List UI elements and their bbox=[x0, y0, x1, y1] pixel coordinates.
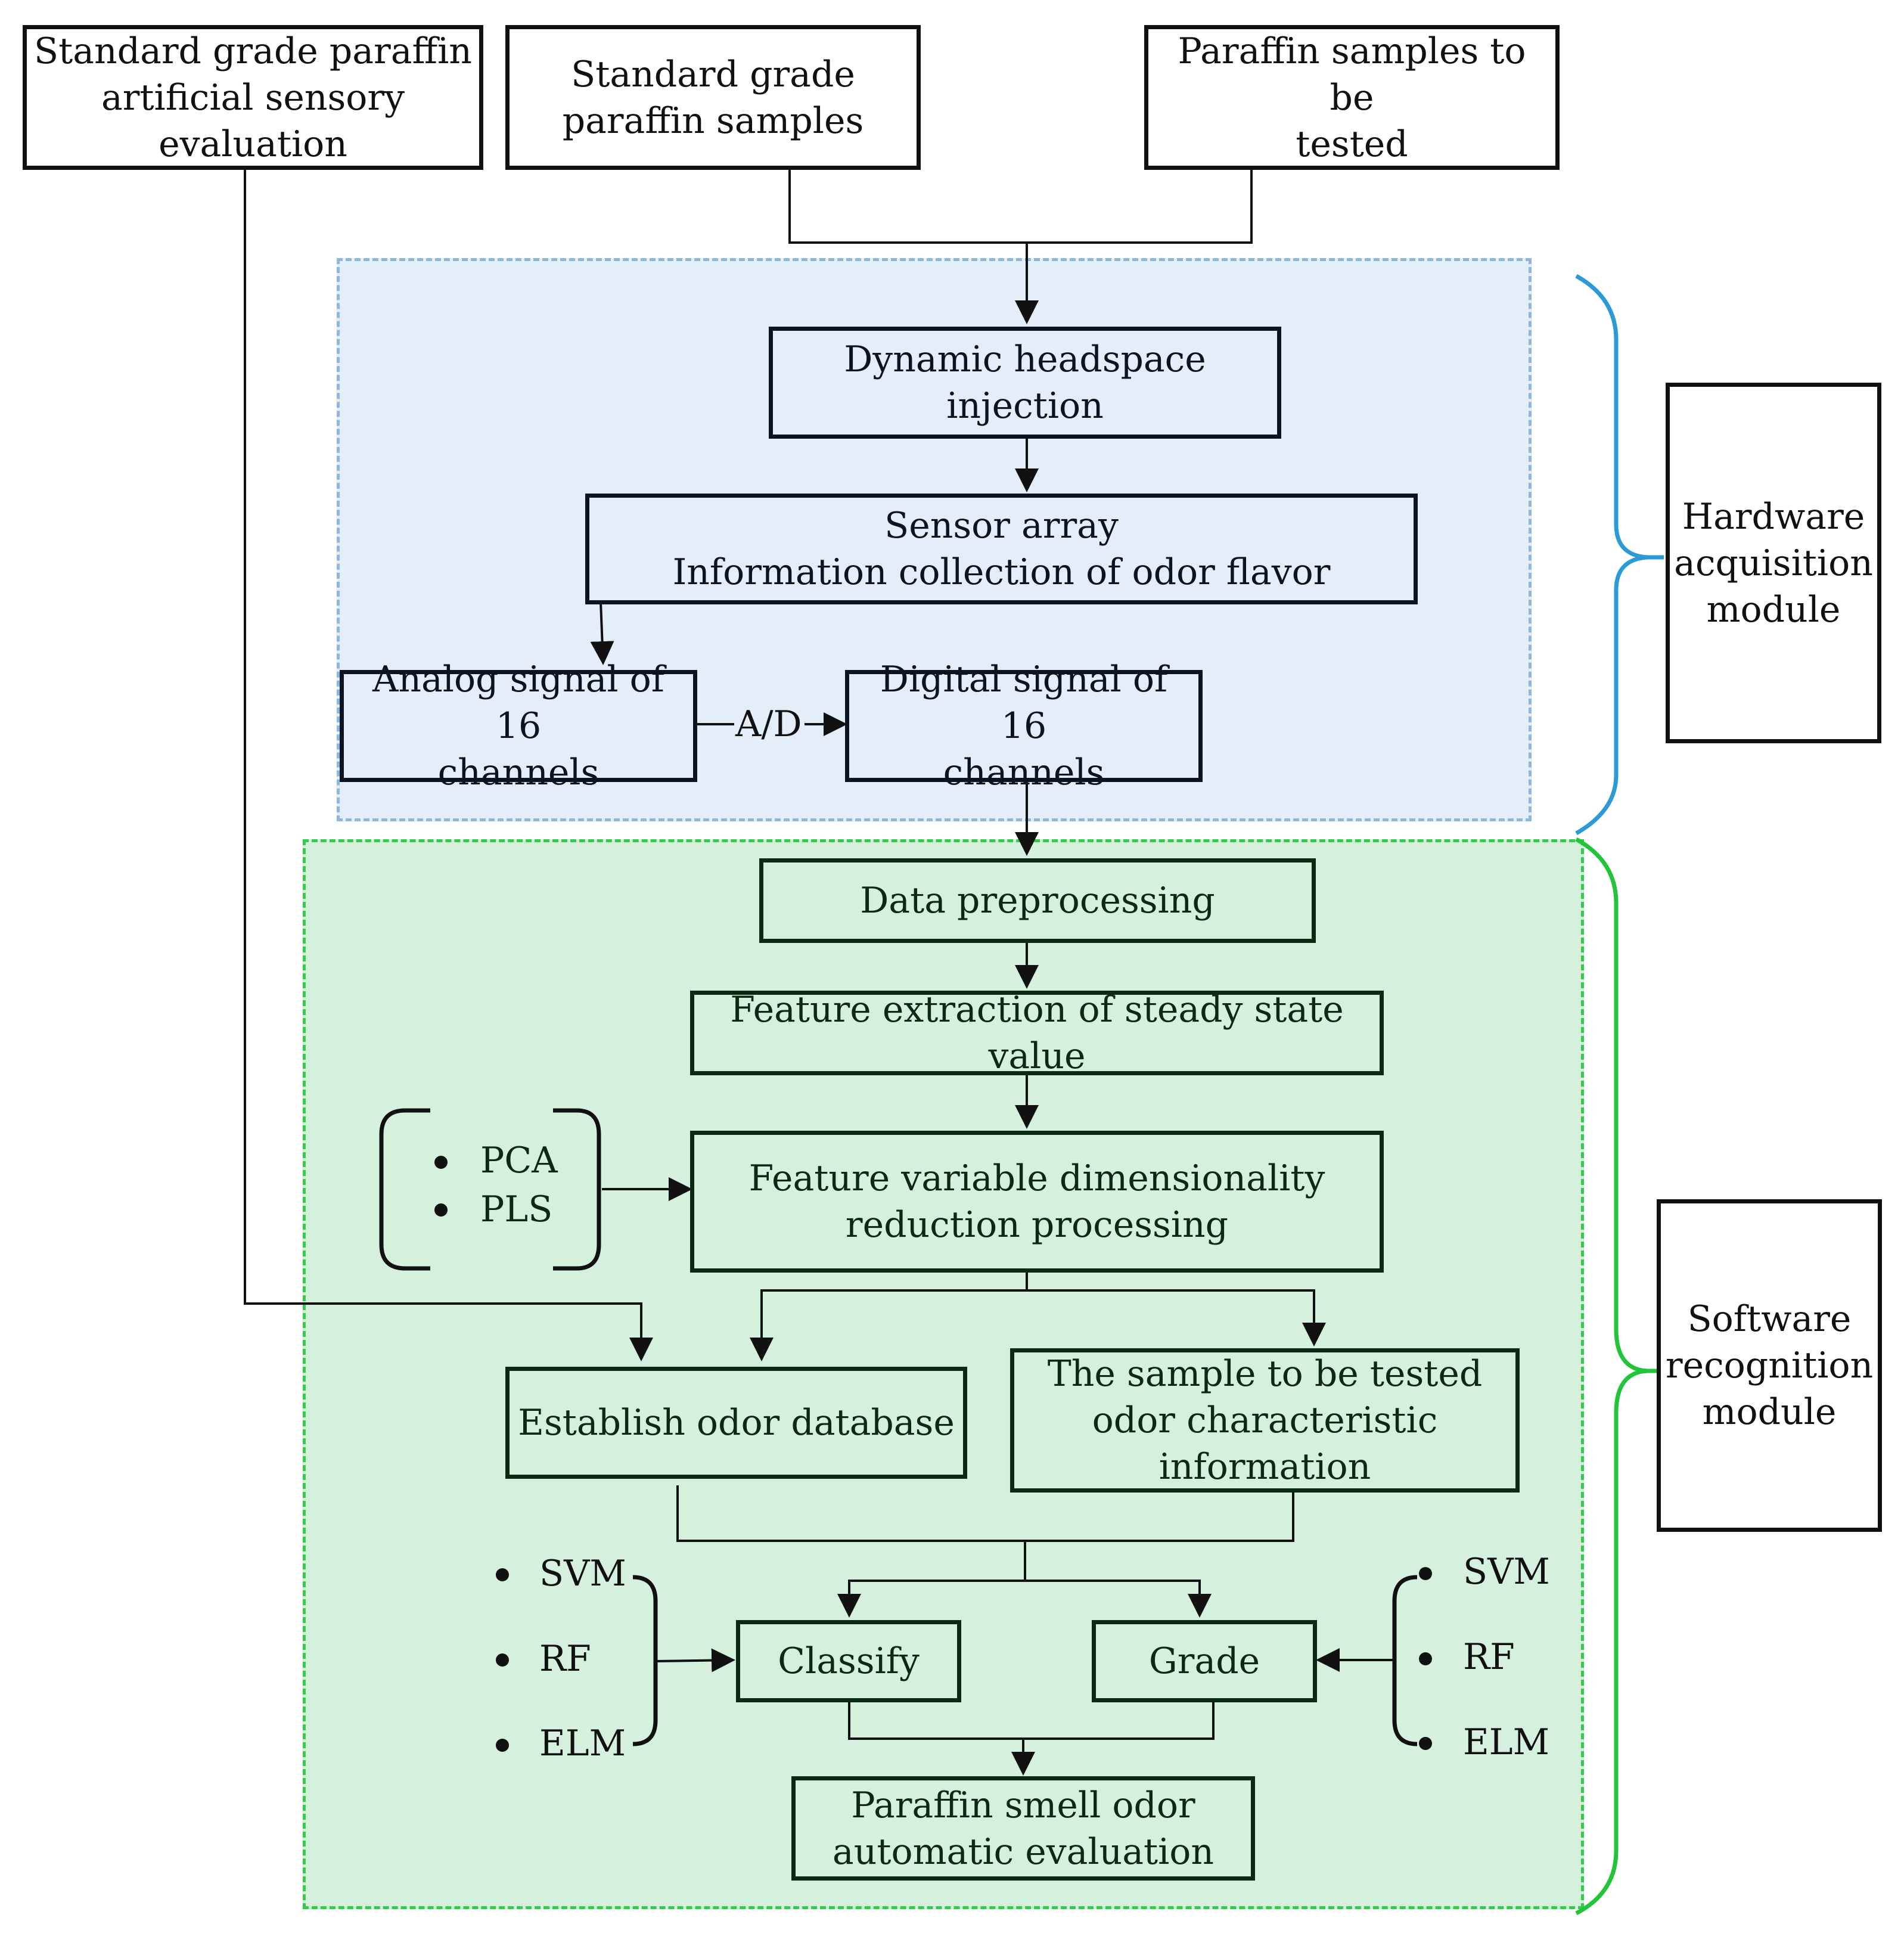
analog-signal-box: Analog signal of 16 channels bbox=[340, 659, 697, 793]
merge-to-grade-line bbox=[1025, 1580, 1212, 1618]
methods-to-classify-arrow bbox=[655, 1648, 735, 1673]
classify-rf-bullet bbox=[496, 1653, 509, 1667]
standard-samples-box: Standard grade paraffin samples bbox=[505, 25, 921, 170]
reduction-to-testinfo-line bbox=[1027, 1289, 1326, 1346]
injection-box: Dynamic headspace injection bbox=[769, 327, 1281, 439]
dim-reduction-box: Feature variable dimensionality reductio… bbox=[690, 1131, 1384, 1273]
classify-box: Classify bbox=[736, 1620, 961, 1702]
pca-right-bracket bbox=[553, 1108, 601, 1271]
odor-database-box: Establish odor database bbox=[505, 1367, 967, 1479]
pls-label: PLS bbox=[480, 1189, 553, 1230]
sensor-to-analog-arrow bbox=[590, 601, 614, 665]
reduction-split-line bbox=[750, 1273, 1028, 1361]
grade-methods-bracket bbox=[1392, 1575, 1418, 1746]
classify-grade-merge-line bbox=[848, 1698, 1215, 1740]
hardware-module-box: Hardware acquisition module bbox=[1666, 383, 1881, 743]
classify-methods-bracket bbox=[632, 1575, 658, 1746]
classify-rf-label: RF bbox=[539, 1638, 591, 1680]
grade-elm-label: ELM bbox=[1463, 1721, 1550, 1763]
test-samples-box: Paraffin samples to be tested bbox=[1144, 25, 1560, 170]
classify-svm-label: SVM bbox=[539, 1553, 626, 1594]
test-info-box: The sample to be tested odor characteris… bbox=[1010, 1348, 1520, 1493]
grade-box: Grade bbox=[1092, 1620, 1317, 1702]
classify-svm-bullet bbox=[496, 1568, 509, 1581]
software-brace bbox=[1575, 837, 1664, 1916]
grade-rf-label: RF bbox=[1463, 1636, 1515, 1678]
hardware-brace bbox=[1575, 274, 1664, 836]
grade-elm-bullet bbox=[1419, 1737, 1432, 1750]
pca-left-bracket bbox=[379, 1108, 430, 1271]
digital-signal-box: Digital signal of 16 channels bbox=[845, 659, 1203, 793]
ad-label: A/D bbox=[735, 703, 802, 745]
grade-rf-bullet bbox=[1419, 1652, 1432, 1665]
merge-to-classify-line bbox=[837, 1580, 1025, 1618]
database-testinfo-merge-line bbox=[676, 1485, 1294, 1542]
sensory-evaluation-box: Standard grade paraffin artificial senso… bbox=[23, 25, 483, 170]
sensory-to-database-line bbox=[244, 169, 653, 1361]
pca-label: PCA bbox=[480, 1140, 558, 1181]
output-box: Paraffin smell odor automatic evaluation bbox=[791, 1776, 1255, 1881]
preprocessing-box: Data preprocessing bbox=[759, 858, 1316, 943]
classify-elm-bullet bbox=[496, 1739, 509, 1752]
grade-svm-bullet bbox=[1419, 1567, 1432, 1580]
standard-samples-line bbox=[788, 169, 1253, 244]
pls-bullet bbox=[434, 1203, 448, 1217]
software-module-box: Software recognition module bbox=[1657, 1199, 1882, 1532]
pca-bullet bbox=[434, 1156, 448, 1169]
feature-extraction-box: Feature extraction of steady state value bbox=[690, 989, 1384, 1077]
sensor-array-box: Sensor array Information collection of o… bbox=[585, 494, 1418, 604]
classify-elm-label: ELM bbox=[539, 1723, 626, 1764]
grade-svm-label: SVM bbox=[1463, 1551, 1550, 1593]
